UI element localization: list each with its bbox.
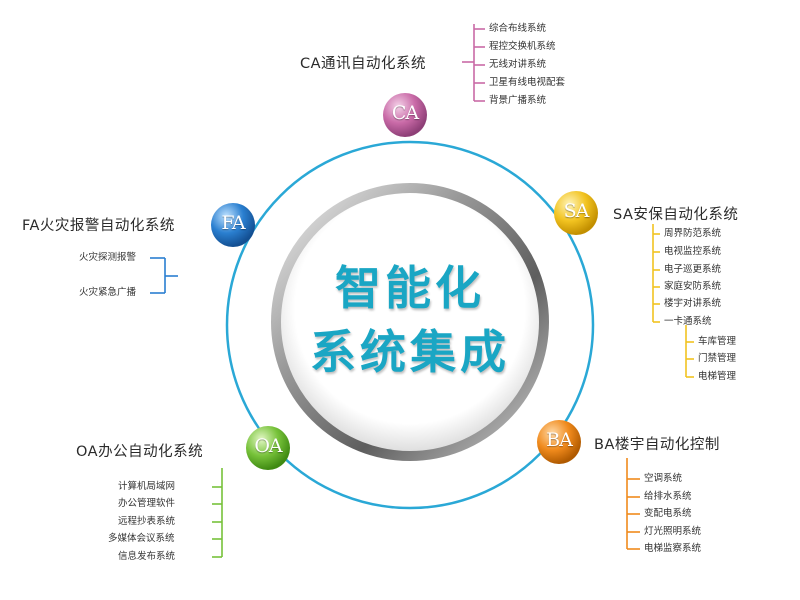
sa-item: 电视监控系统 <box>664 246 722 257</box>
sa-node-sphere[interactable] <box>554 191 598 235</box>
ca-node-sphere[interactable] <box>383 93 427 137</box>
oa-item: 远程抄表系统 <box>118 516 176 527</box>
ca-badge: CA <box>391 102 419 124</box>
ba-item: 变配电系统 <box>644 508 692 519</box>
fa-heading: FA火灾报警自动化系统 <box>22 218 175 234</box>
ca-item: 程控交换机系统 <box>489 41 556 52</box>
ba-badge: BA <box>546 429 573 451</box>
bracket-lines <box>150 24 694 558</box>
ca-heading: CA通讯自动化系统 <box>300 56 427 72</box>
sa-item: 家庭安防系统 <box>664 281 722 292</box>
ba-node-sphere[interactable] <box>537 420 581 464</box>
ca-item: 背景广播系统 <box>489 95 547 106</box>
center-title-line1: 智能化 <box>335 261 485 315</box>
sa-subitem: 门禁管理 <box>698 353 737 364</box>
sa-badge: SA <box>563 200 590 222</box>
ba-item: 灯光照明系统 <box>644 526 702 537</box>
sa-item: 周界防范系统 <box>664 228 722 239</box>
ca-item: 无线对讲系统 <box>489 59 547 70</box>
oa-heading: OA办公自动化系统 <box>76 444 204 460</box>
ca-item: 卫星有线电视配套 <box>489 77 566 88</box>
sa-subitem: 车库管理 <box>698 336 737 347</box>
center-title-line2: 系统集成 <box>310 325 510 379</box>
oa-item: 办公管理软件 <box>118 498 176 509</box>
fa-item: 火灾紧急广播 <box>79 287 137 298</box>
ba-item: 电梯监察系统 <box>644 543 702 554</box>
oa-item: 计算机局域网 <box>118 481 176 492</box>
oa-item: 多媒体会议系统 <box>108 533 175 544</box>
ba-item: 给排水系统 <box>644 491 692 502</box>
outer-ring <box>225 140 595 510</box>
fa-node-sphere[interactable] <box>211 203 255 247</box>
fa-item: 火灾探测报警 <box>79 252 137 263</box>
ba-item: 空调系统 <box>644 473 683 484</box>
oa-node-sphere[interactable] <box>246 426 290 470</box>
sa-subitem: 电梯管理 <box>698 371 737 382</box>
ca-item: 综合布线系统 <box>489 23 547 34</box>
center-disc <box>271 183 549 461</box>
fa-badge: FA <box>221 212 245 234</box>
oa-item: 信息发布系统 <box>118 551 176 562</box>
ba-heading: BA楼宇自动化控制 <box>594 437 720 453</box>
sa-item: 电子巡更系统 <box>664 264 722 275</box>
sa-item: 楼宇对讲系统 <box>664 298 722 309</box>
sa-item: 一卡通系统 <box>664 316 712 327</box>
oa-badge: OA <box>254 435 282 457</box>
sa-heading: SA安保自动化系统 <box>613 207 739 223</box>
